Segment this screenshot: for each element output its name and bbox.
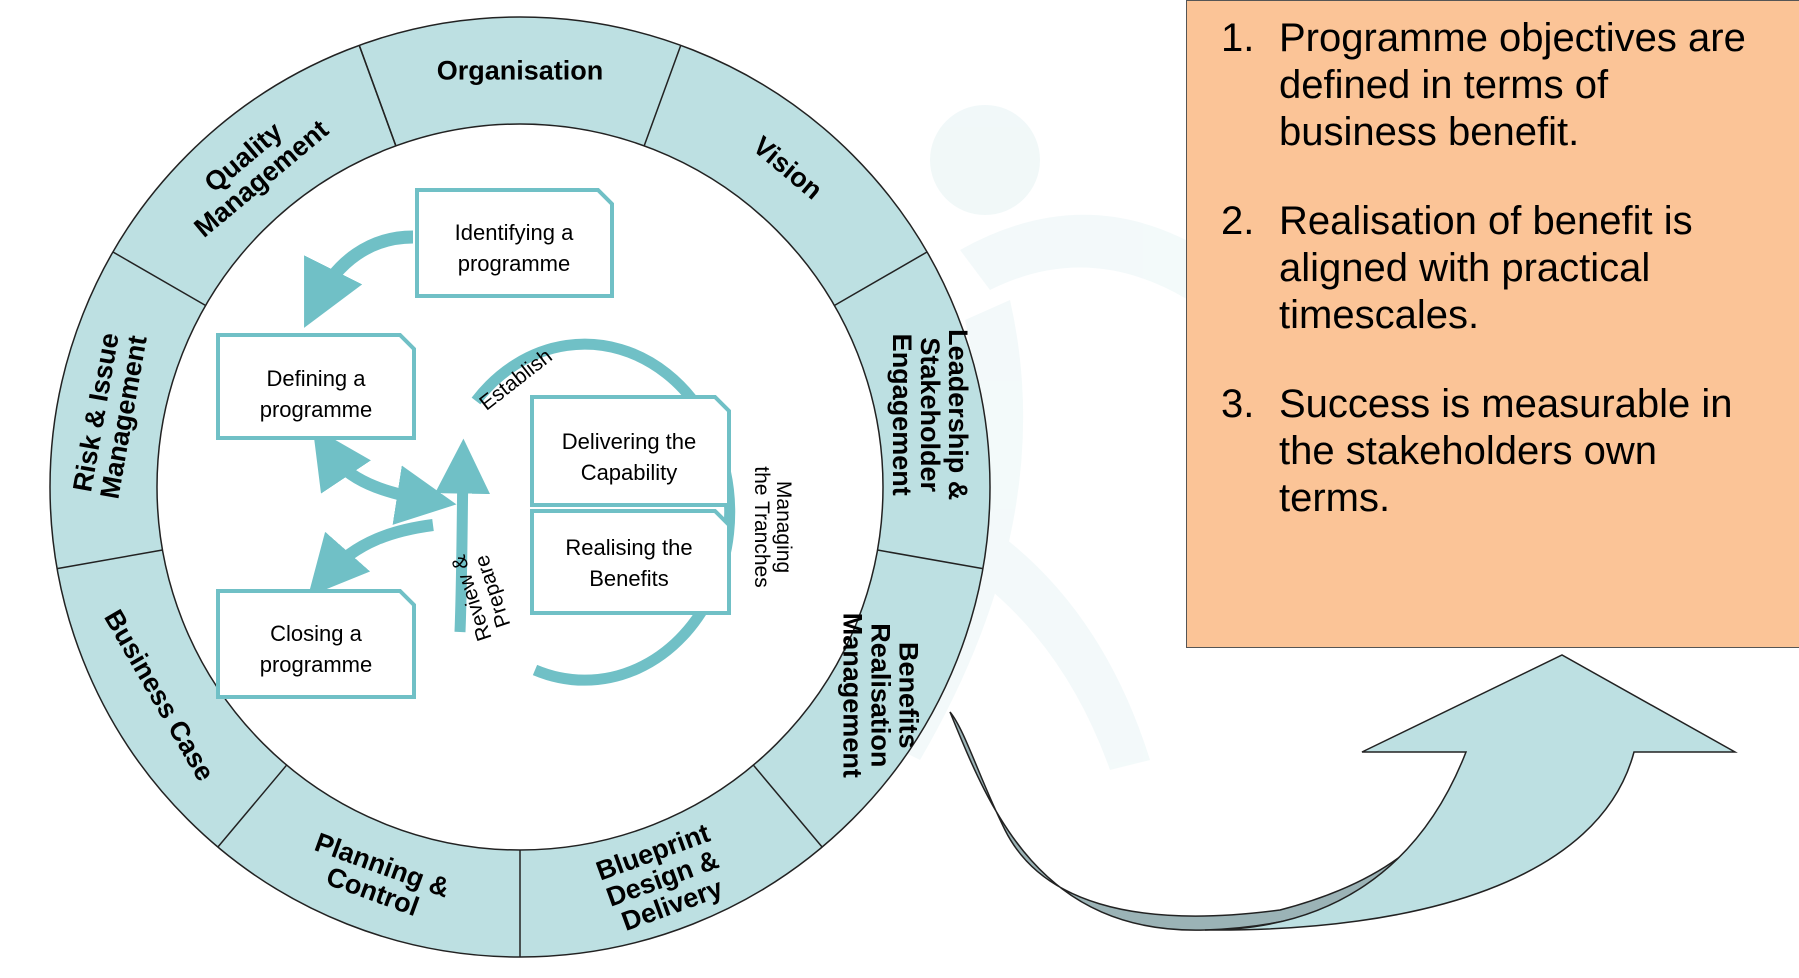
- delivering-line-2: Capability: [581, 460, 678, 485]
- ring-divider: [217, 764, 288, 848]
- principle-line: defined in terms of: [1279, 63, 1609, 107]
- arrow-defining-to-cycle: [312, 427, 457, 525]
- principle-line: aligned with practical: [1279, 246, 1651, 290]
- ring-divider: [57, 549, 163, 570]
- managing-label: Managingthe Tranches: [750, 466, 795, 587]
- defining-line-1: Defining a: [266, 366, 366, 391]
- defining-line-2: programme: [260, 397, 372, 422]
- box-identifying: Identifying a programme: [415, 188, 614, 298]
- principle-line: Success is measurable in: [1279, 382, 1733, 426]
- principle-number: 3.: [1221, 382, 1255, 426]
- identifying-line-2: programme: [458, 251, 570, 276]
- cycle-arrow-up: [435, 438, 491, 633]
- ring-divider: [358, 45, 397, 147]
- principle-line: the stakeholders own: [1279, 429, 1658, 473]
- principle-line: timescales.: [1279, 293, 1480, 337]
- principle-line: business benefit.: [1279, 110, 1580, 154]
- realising-line-1: Realising the: [565, 535, 692, 560]
- ring-dividers: [57, 45, 983, 957]
- principle-number: 1.: [1221, 16, 1255, 60]
- closing-line-1: Closing a: [270, 621, 362, 646]
- box-defining: Defining a programme: [216, 333, 416, 440]
- realising-line-2: Benefits: [589, 566, 669, 591]
- principle-line: Programme objectives are: [1279, 16, 1746, 60]
- arrow-cycle-to-closing: [307, 519, 434, 597]
- delivering-line-1: Delivering the: [562, 429, 697, 454]
- principle-line: terms.: [1279, 476, 1391, 520]
- identifying-line-1: Identifying a: [455, 220, 574, 245]
- theme-label-benefits-realisation-management: BenefitsRealisationManagement: [838, 613, 924, 778]
- ring-divider: [833, 251, 928, 307]
- ring-divider: [877, 549, 983, 570]
- principle-line: Realisation of benefit is: [1279, 199, 1693, 243]
- ring-divider: [643, 45, 682, 147]
- process-boxes: Identifying a programme Defining a program…: [216, 188, 731, 699]
- ring-divider: [112, 251, 207, 307]
- up-arrow-icon: [1204, 654, 1738, 931]
- closing-line-2: programme: [260, 652, 372, 677]
- process-arrows: [304, 230, 457, 597]
- box-closing: Closing a programme: [216, 589, 416, 699]
- principle-number: 2.: [1221, 199, 1255, 243]
- ring-divider: [752, 764, 823, 848]
- theme-label-organisation: Organisation: [437, 56, 604, 86]
- theme-label-leadership-stakeholder-engagement: Leadership &StakeholderEngagement: [887, 329, 973, 500]
- arrow-identifying-to-defining: [304, 230, 414, 328]
